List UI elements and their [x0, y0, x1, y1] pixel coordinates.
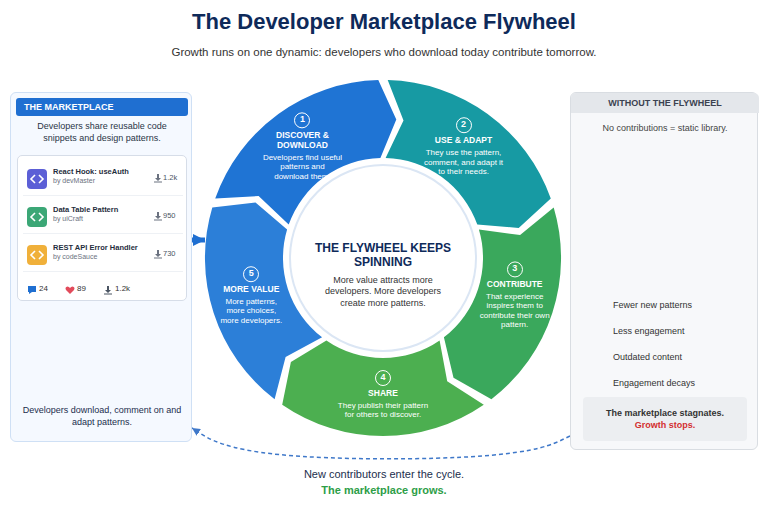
pattern-row: React Hook: useAuthby devMaster 1.2k	[23, 162, 183, 196]
diagram-title: The Developer Marketplace Flywheel	[0, 9, 768, 35]
panel-heading: WITHOUT THE FLYWHEEL	[571, 93, 759, 113]
hub-body: More value attracts more developers. Mor…	[313, 274, 453, 309]
step-heading: USE & ADAPT	[424, 136, 504, 146]
symptom-item: Less engagement	[613, 326, 753, 336]
dl-icon	[153, 249, 163, 259]
step-heading: DISCOVER & DOWNLOAD	[262, 132, 342, 152]
verdict-text: The marketplace stagnates.	[587, 407, 743, 419]
pattern-author: by uiCraft	[53, 214, 151, 223]
panel-note: Developers download, comment on and adap…	[19, 405, 185, 428]
download-count: 730	[163, 249, 185, 258]
stat-count: 1.2k	[115, 284, 145, 293]
download-count: 1.2k	[163, 173, 185, 182]
panel-intro: No contributions = static library.	[579, 123, 751, 133]
step-body: They publish their pattern for others to…	[335, 401, 431, 420]
text-group: 4SHARE They publish their pattern for oth…	[335, 370, 431, 420]
step-heading: CONTRIBUTE	[480, 280, 550, 290]
step-heading: SHARE	[335, 389, 431, 399]
text-group: The marketplace stagnates.Growth stops.	[587, 407, 743, 431]
hub-circle: THE FLYWHEEL KEEPS SPINNING More value at…	[288, 163, 478, 353]
stat-count: 24	[39, 284, 63, 293]
text-group: THE FLYWHEEL KEEPS SPINNING More value at…	[313, 241, 453, 310]
heart-icon	[65, 285, 75, 295]
verdict-alert: Growth stops.	[587, 419, 743, 431]
pattern-author: by codeSauce	[53, 252, 151, 261]
text-group: 3CONTRIBUTE That experience inspires them…	[480, 261, 550, 330]
stagnation-panel: The marketplace stagnates.Growth stops. W…	[570, 92, 758, 450]
pattern-name: REST API Error Handler	[53, 243, 151, 252]
text-group: 2USE & ADAPT They use the pattern, commen…	[424, 117, 504, 177]
hub-heading: THE FLYWHEEL KEEPS SPINNING	[313, 241, 453, 270]
step-body: More patterns, more choices, more develo…	[216, 297, 286, 326]
pattern-author: by devMaster	[53, 176, 151, 185]
step-number: 1	[294, 113, 310, 129]
text-group: REST API Error Handlerby codeSauce	[53, 243, 151, 261]
download-count: 950	[163, 211, 185, 220]
step-body: Developers find useful patterns and down…	[262, 153, 342, 182]
dl-icon	[153, 211, 163, 221]
text-group: Data Table Patternby uiCraft	[53, 205, 151, 223]
pattern-row: REST API Error Handlerby codeSauce 730	[23, 238, 183, 272]
stat-count: 89	[77, 284, 101, 293]
chat-icon	[27, 285, 37, 295]
pattern-name: Data Table Pattern	[53, 205, 151, 214]
growth-note: The marketplace grows.	[234, 484, 534, 496]
step-number: 3	[507, 261, 523, 277]
marketplace-panel: React Hook: useAuthby devMaster1.2kData …	[10, 92, 192, 442]
pattern-icon	[27, 245, 47, 265]
step-number: 2	[456, 117, 472, 133]
symptom-item: Fewer new patterns	[613, 300, 753, 310]
pattern-name: React Hook: useAuth	[53, 167, 151, 176]
text-group: 1DISCOVER & DOWNLOADDevelopers find usef…	[262, 113, 342, 182]
subtitle: Growth runs on one dynamic: developers w…	[0, 46, 768, 58]
step-number: 4	[375, 370, 391, 386]
symptom-item: Outdated content	[613, 352, 753, 362]
step-heading: MORE VALUE	[216, 285, 286, 295]
panel-heading: THE MARKETPLACE	[16, 98, 188, 116]
text-group: React Hook: useAuthby devMaster	[53, 167, 151, 185]
step-body: They use the pattern, comment, and adapt…	[424, 148, 504, 177]
dl-icon	[153, 173, 163, 183]
dl-icon	[103, 285, 113, 295]
pattern-icon	[27, 169, 47, 189]
panel-intro: Developers share reusable code snippets …	[21, 121, 183, 144]
text-group: 5MORE VALUE More patterns, more choices, …	[216, 266, 286, 326]
step-number: 5	[243, 266, 259, 282]
pattern-icon	[27, 207, 47, 227]
step-body: That experience inspires them to contrib…	[480, 292, 550, 330]
flow-arrow	[192, 238, 205, 243]
pattern-card: React Hook: useAuthby devMaster1.2kData …	[17, 155, 187, 301]
verdict-box: The marketplace stagnates.Growth stops.	[583, 397, 747, 441]
symptom-item: Engagement decays	[613, 378, 753, 388]
pattern-row: Data Table Patternby uiCraft 950	[23, 200, 183, 234]
cycle-note: New contributors enter the cycle.	[234, 468, 534, 480]
